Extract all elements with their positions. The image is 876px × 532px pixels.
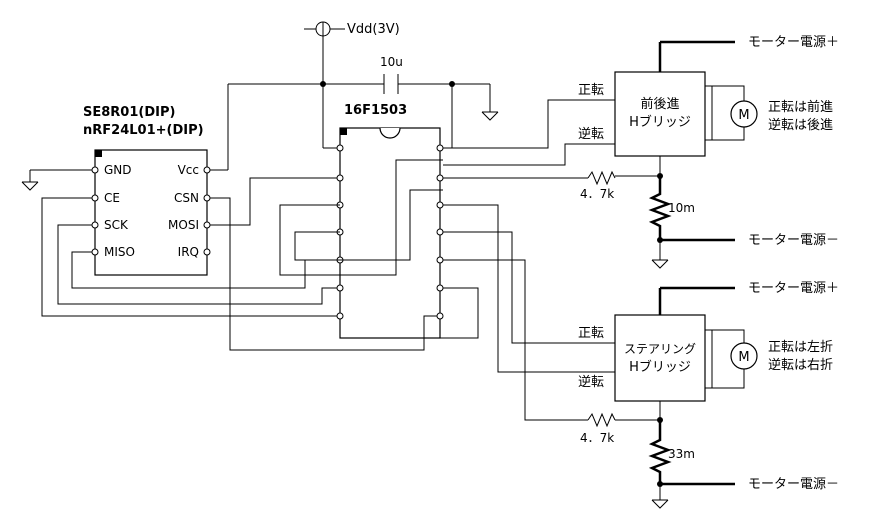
bridge-top-power-plus: モーター電源＋ [748, 35, 839, 50]
bridge-bottom-reverse-label: 逆転 [578, 374, 604, 390]
bridge-top-forward-label: 正転 [578, 83, 604, 98]
module-label-2: nRF24L01+(DIP) [83, 123, 204, 138]
bridge-top-note-2: 逆転は後進 [768, 117, 833, 133]
radio-module [91, 149, 211, 276]
module-pin-mosi: MOSI [168, 218, 199, 232]
bridge-bottom-shunt-label: 33m [668, 447, 695, 461]
bridge-bottom-note-2: 逆転は右折 [768, 357, 833, 373]
capacitor-label: 10u [380, 55, 403, 69]
bridge-top-reverse-label: 逆転 [578, 126, 604, 142]
module-pin-sck: SCK [104, 218, 129, 232]
module-pin-irq: IRQ [178, 245, 199, 259]
bridge-top [587, 40, 745, 269]
module-pin-csn: CSN [174, 191, 199, 205]
bridge-top-resistor-label: 4．7k [580, 187, 614, 201]
bridge-top-power-minus: モーター電源－ [748, 233, 839, 248]
mcu-chip [339, 127, 441, 339]
motor-bottom [730, 342, 758, 370]
bridge-bottom-subtitle: Hブリッジ [629, 359, 691, 375]
bridge-top-subtitle: Hブリッジ [629, 114, 691, 130]
bridge-top-shunt-label: 10m [668, 201, 695, 215]
bridge-bottom-power-minus: モーター電源－ [748, 477, 839, 492]
vdd-label: Vdd(3V) [347, 22, 400, 37]
vdd-symbol [304, 21, 345, 84]
motor-top [730, 100, 758, 128]
control-wiring [279, 99, 615, 421]
module-pin-vcc: Vcc [178, 163, 199, 177]
bridge-bottom-title: ステアリング [624, 342, 696, 356]
module-pin-miso: MISO [104, 245, 135, 259]
capacitor-10u [383, 74, 399, 94]
module-ground [21, 169, 92, 191]
bridge-bottom-power-plus: モーター電源＋ [748, 281, 839, 296]
module-label-1: SE8R01(DIP) [83, 105, 175, 120]
motor-bottom-label: M [738, 350, 749, 365]
motor-top-label: M [738, 108, 749, 123]
bridge-bottom [587, 286, 745, 509]
module-pin-ce: CE [104, 191, 120, 205]
mcu-label: 16F1503 [344, 103, 407, 118]
bridge-bottom-note-1: 正転は左折 [768, 340, 833, 355]
bridge-top-note-1: 正転は前進 [768, 99, 833, 115]
bridge-top-title: 前後進 [640, 96, 679, 112]
bridge-bottom-resistor-label: 4．7k [580, 431, 614, 445]
module-pin-gnd: GND [104, 163, 132, 177]
bridge-bottom-forward-label: 正転 [578, 326, 604, 341]
